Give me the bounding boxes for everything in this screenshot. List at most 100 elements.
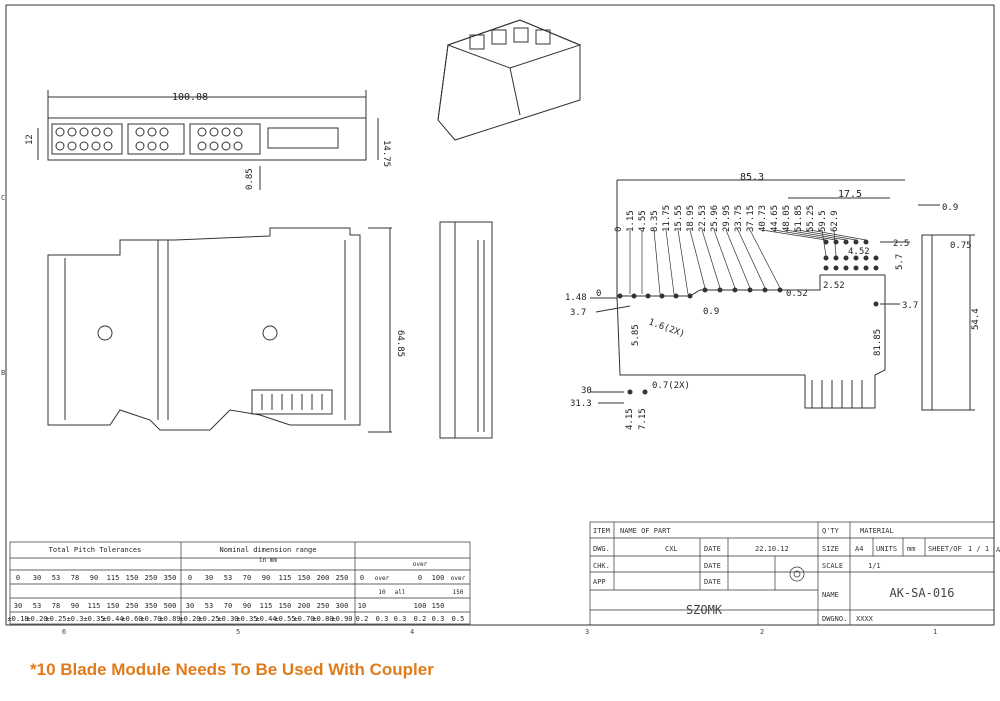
pin-label: 33.75 bbox=[734, 205, 744, 232]
cell: 200 bbox=[298, 602, 311, 610]
dwg-by: CXL bbox=[665, 545, 678, 553]
sheet-label: SHEET/OF bbox=[928, 545, 962, 553]
cell: 150 bbox=[298, 574, 311, 582]
date-value: 22.10.12 bbox=[755, 545, 789, 553]
cell: 90 bbox=[243, 602, 251, 610]
cell: 350 bbox=[164, 574, 177, 582]
zone-label: B bbox=[1, 369, 5, 377]
cell: ±0.44 bbox=[102, 615, 123, 623]
cell: ±0.70 bbox=[140, 615, 161, 623]
top-view bbox=[37, 90, 379, 190]
zone-label: A bbox=[996, 546, 1000, 554]
cell: ±0.60 bbox=[121, 615, 142, 623]
zone-label: 4 bbox=[410, 628, 414, 636]
cell: ±0.89 bbox=[159, 615, 180, 623]
cell: 300 bbox=[336, 602, 349, 610]
name-label: NAME bbox=[822, 591, 839, 599]
app-label: APP bbox=[593, 578, 606, 586]
cell: ±0.70 bbox=[293, 615, 314, 623]
name-of-part-label: NAME OF PART bbox=[620, 527, 671, 535]
cell: ±0.44 bbox=[255, 615, 276, 623]
cell: 100 bbox=[432, 574, 445, 582]
cell: 90 bbox=[90, 574, 98, 582]
top-contacts bbox=[55, 127, 243, 151]
cell: 53 bbox=[33, 602, 41, 610]
pcb-dim-2-52: 2.52 bbox=[823, 281, 845, 291]
pcb-left-0: 0 bbox=[596, 289, 601, 299]
side-height-dim: 64.85 bbox=[395, 330, 405, 357]
side-hole-right bbox=[262, 325, 278, 341]
cell: all bbox=[395, 589, 406, 596]
coupler-note: *10 Blade Module Needs To Be Used With C… bbox=[30, 660, 434, 679]
cell: 90 bbox=[71, 602, 79, 610]
cell: ±0.25 bbox=[45, 615, 66, 623]
cell: ±0.55 bbox=[274, 615, 295, 623]
pin-label: 55.25 bbox=[806, 205, 816, 232]
cell: 500 bbox=[164, 602, 177, 610]
zone-label: 3 bbox=[585, 628, 589, 636]
pcb-view bbox=[590, 179, 910, 409]
pin-label: 18.95 bbox=[686, 205, 696, 232]
cell: over bbox=[375, 575, 390, 582]
cell: 250 bbox=[145, 574, 158, 582]
cell: 115 bbox=[260, 602, 273, 610]
top-view-body bbox=[47, 117, 367, 161]
pcb-dim-30: 30 bbox=[581, 386, 592, 396]
cell: 10 bbox=[378, 589, 386, 596]
cell: 0 bbox=[16, 574, 20, 582]
iso-view bbox=[437, 19, 582, 141]
pcb-dim-5-85: 5.85 bbox=[631, 324, 641, 346]
chk-label: CHK. bbox=[593, 562, 610, 570]
item-label: ITEM bbox=[593, 527, 610, 535]
top-right-dim: 14.75 bbox=[381, 140, 391, 167]
title-block bbox=[589, 521, 995, 626]
cell: 10 bbox=[358, 602, 366, 610]
cell: ±0.90 bbox=[331, 615, 352, 623]
part-name-value: AK-SA-016 bbox=[889, 586, 954, 600]
cell: over bbox=[413, 561, 428, 568]
pcb-dim-7-15: 7.15 bbox=[638, 408, 648, 430]
cell: 30 bbox=[186, 602, 194, 610]
border-zone-labels: 6 5 4 3 2 1 A B C bbox=[1, 194, 1000, 636]
zone-label: C bbox=[1, 194, 5, 202]
cell: 0.2 bbox=[414, 615, 427, 623]
pin-label: 15.55 bbox=[674, 205, 684, 232]
cell: ±0.20 bbox=[26, 615, 47, 623]
cell: 350 bbox=[145, 602, 158, 610]
dwg-label: DWG. bbox=[593, 545, 610, 553]
pcb-overall-width: 85.3 bbox=[740, 172, 764, 183]
cell: 30 bbox=[205, 574, 213, 582]
side-hole-left bbox=[97, 325, 113, 341]
blade-view bbox=[918, 204, 975, 411]
pcb-right-width: 17.5 bbox=[838, 189, 862, 200]
cell: ±0.30 bbox=[217, 615, 238, 623]
cell: 200 bbox=[317, 574, 330, 582]
cell: 53 bbox=[224, 574, 232, 582]
cell: 250 bbox=[336, 574, 349, 582]
top-bottom-dim: 0.85 bbox=[245, 168, 255, 190]
cell: 150 bbox=[432, 602, 445, 610]
cell: 0 bbox=[188, 574, 192, 582]
units-value: mm bbox=[907, 545, 915, 553]
cell: 250 bbox=[317, 602, 330, 610]
size-value: A4 bbox=[855, 545, 863, 553]
tolerance-over-row: 0 30 53 78 90 115 150 250 350 0 30 53 70… bbox=[16, 574, 444, 582]
tolerance-left-title: Total Pitch Tolerances bbox=[49, 546, 142, 554]
pcb-leader-lines bbox=[629, 229, 867, 295]
pcb-outline bbox=[616, 274, 886, 409]
units-label: UNITS bbox=[876, 545, 897, 553]
title-block-text: ITEM NAME OF PART Q'TY MATERIAL DWG. CXL… bbox=[593, 527, 989, 623]
cell: over bbox=[451, 575, 466, 582]
cell: 0.3 bbox=[376, 615, 389, 623]
scale-label: SCALE bbox=[822, 562, 843, 570]
cell: 0.5 bbox=[452, 615, 465, 623]
date-label-3: DATE bbox=[704, 578, 721, 586]
pin-label: 11.75 bbox=[662, 205, 672, 232]
side-view-outline bbox=[47, 227, 361, 431]
dwgno-value: XXXX bbox=[856, 615, 874, 623]
pin-label: 8.35 bbox=[650, 210, 660, 232]
tolerance-table bbox=[9, 541, 471, 625]
cell: ±0.3 bbox=[67, 615, 84, 623]
cell: 70 bbox=[224, 602, 232, 610]
zone-label: 6 bbox=[62, 628, 66, 636]
